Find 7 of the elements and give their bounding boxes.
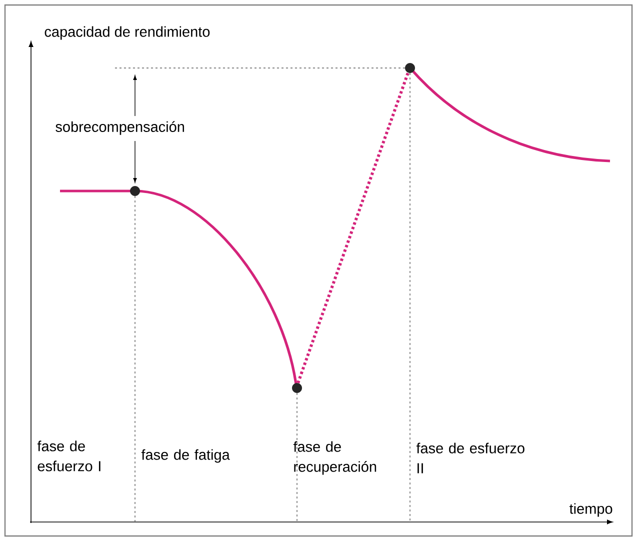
phase-label: fase de esfuerzo II	[416, 442, 524, 474]
axis-title: capacidad de rendimiento	[44, 26, 210, 40]
axis-title: tiempo	[570, 503, 612, 517]
phase-label: fase de recuperación	[293, 441, 376, 475]
phase-label: fase de esfuerzo I	[37, 440, 100, 472]
measure-label: sobrecompensación	[56, 121, 184, 135]
phase-label: fase de fatiga	[141, 449, 230, 463]
